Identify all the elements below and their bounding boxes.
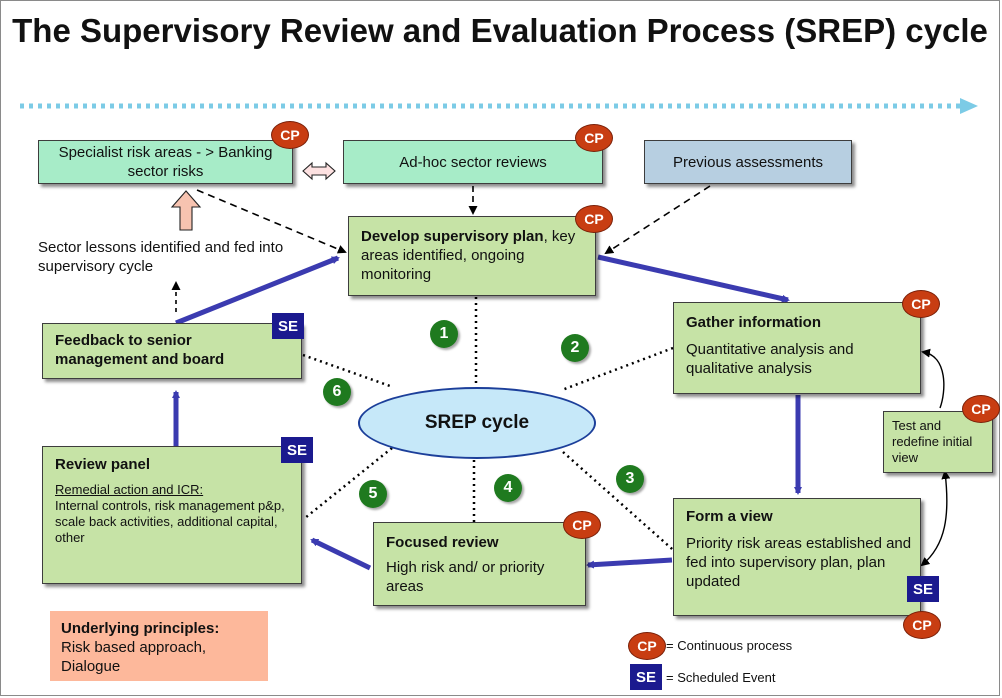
cp-badge-gather: CP (902, 290, 940, 318)
step-1-badge: 1 (430, 320, 458, 348)
previous-assessments-box: Previous assessments (644, 140, 852, 184)
review-panel-text: Internal controls, risk management p&p, … (55, 498, 285, 545)
arrow-feedback-to-plan (175, 255, 340, 326)
legend-se-badge: SE (630, 664, 662, 690)
se-badge-review: SE (281, 437, 313, 463)
form-view-box: Form a view Priority risk areas establis… (673, 498, 921, 616)
arrow-focused-to-review (310, 537, 372, 571)
develop-plan-box: Develop supervisory plan, key areas iden… (348, 216, 596, 296)
spoke-3 (562, 451, 681, 557)
step-3-badge: 3 (616, 465, 644, 493)
test-loop-arrow-upper (921, 348, 945, 409)
legend-cp-badge: CP (628, 632, 666, 660)
feedback-text: Feedback to senior management and board (55, 332, 225, 368)
cp-badge-adhoc: CP (575, 124, 613, 152)
step-4-badge: 4 (494, 474, 522, 502)
dashed-arrow-specialist (196, 189, 347, 254)
feedback-box: Feedback to senior management and board (42, 323, 302, 379)
adhoc-reviews-box: Ad-hoc sector reviews (343, 140, 603, 184)
step-2-badge: 2 (561, 334, 589, 362)
arrow-plan-to-gather (597, 254, 790, 303)
adhoc-reviews-text: Ad-hoc sector reviews (399, 153, 547, 171)
double-arrow-icon (302, 161, 336, 181)
cp-badge-test: CP (962, 395, 1000, 423)
focused-review-title: Focused review (386, 534, 499, 551)
sector-lessons-text: Sector lessons identified and fed into s… (38, 239, 284, 275)
step-5-badge: 5 (359, 480, 387, 508)
step-6-badge: 6 (323, 378, 351, 406)
review-panel-title: Review panel (55, 456, 151, 473)
title-divider-arrowhead (960, 98, 978, 114)
principles-box: Underlying principles: Risk based approa… (50, 611, 268, 681)
up-arrow-icon (170, 190, 202, 231)
develop-plan-text: , key areas identified, ongoing monitori… (361, 228, 576, 283)
principles-text: Risk based approach, Dialogue (61, 639, 207, 675)
gather-info-title: Gather information (686, 314, 822, 331)
cp-badge-develop: CP (575, 205, 613, 233)
legend-cp-text: = Continuous process (666, 638, 793, 653)
review-panel-subtitle: Remedial action and ICR: (55, 482, 204, 497)
form-view-title: Form a view (686, 508, 773, 525)
spoke-2 (561, 346, 674, 392)
focused-review-box: Focused review High risk and/ or priorit… (373, 522, 586, 606)
cp-badge-focused: CP (563, 511, 601, 539)
gather-info-box: Gather information Quantitative analysis… (673, 302, 921, 394)
previous-assessments-text: Previous assessments (672, 153, 824, 171)
srep-cycle-ellipse: SREP cycle (358, 387, 596, 459)
develop-plan-title: Develop supervisory plan (361, 228, 544, 245)
page-title: The Supervisory Review and Evaluation Pr… (12, 12, 988, 49)
legend-se-text: = Scheduled Event (666, 670, 776, 685)
form-view-text: Priority risk areas established and fed … (686, 535, 912, 590)
gather-info-text: Quantitative analysis and qualitative an… (686, 341, 854, 377)
specialist-risk-box: Specialist risk areas - > Banking sector… (38, 140, 293, 184)
test-redefine-text: Test and redefine initial view (892, 418, 973, 465)
arrow-form-to-focused (586, 557, 673, 569)
principles-title: Underlying principles: (61, 620, 220, 637)
se-badge-feedback: SE (272, 313, 304, 339)
focused-review-text: High risk and/ or priority areas (386, 559, 545, 595)
spoke-5 (304, 447, 393, 519)
cp-badge-form: CP (903, 611, 941, 639)
review-panel-box: Review panel Remedial action and ICR: In… (42, 446, 302, 584)
test-loop-arrow-lower (920, 470, 951, 567)
se-badge-form: SE (907, 576, 939, 602)
specialist-risk-text: Specialist risk areas - > Banking sector… (58, 144, 273, 180)
cp-badge-specialist: CP (271, 121, 309, 149)
dashed-arrow-previous (604, 185, 711, 255)
